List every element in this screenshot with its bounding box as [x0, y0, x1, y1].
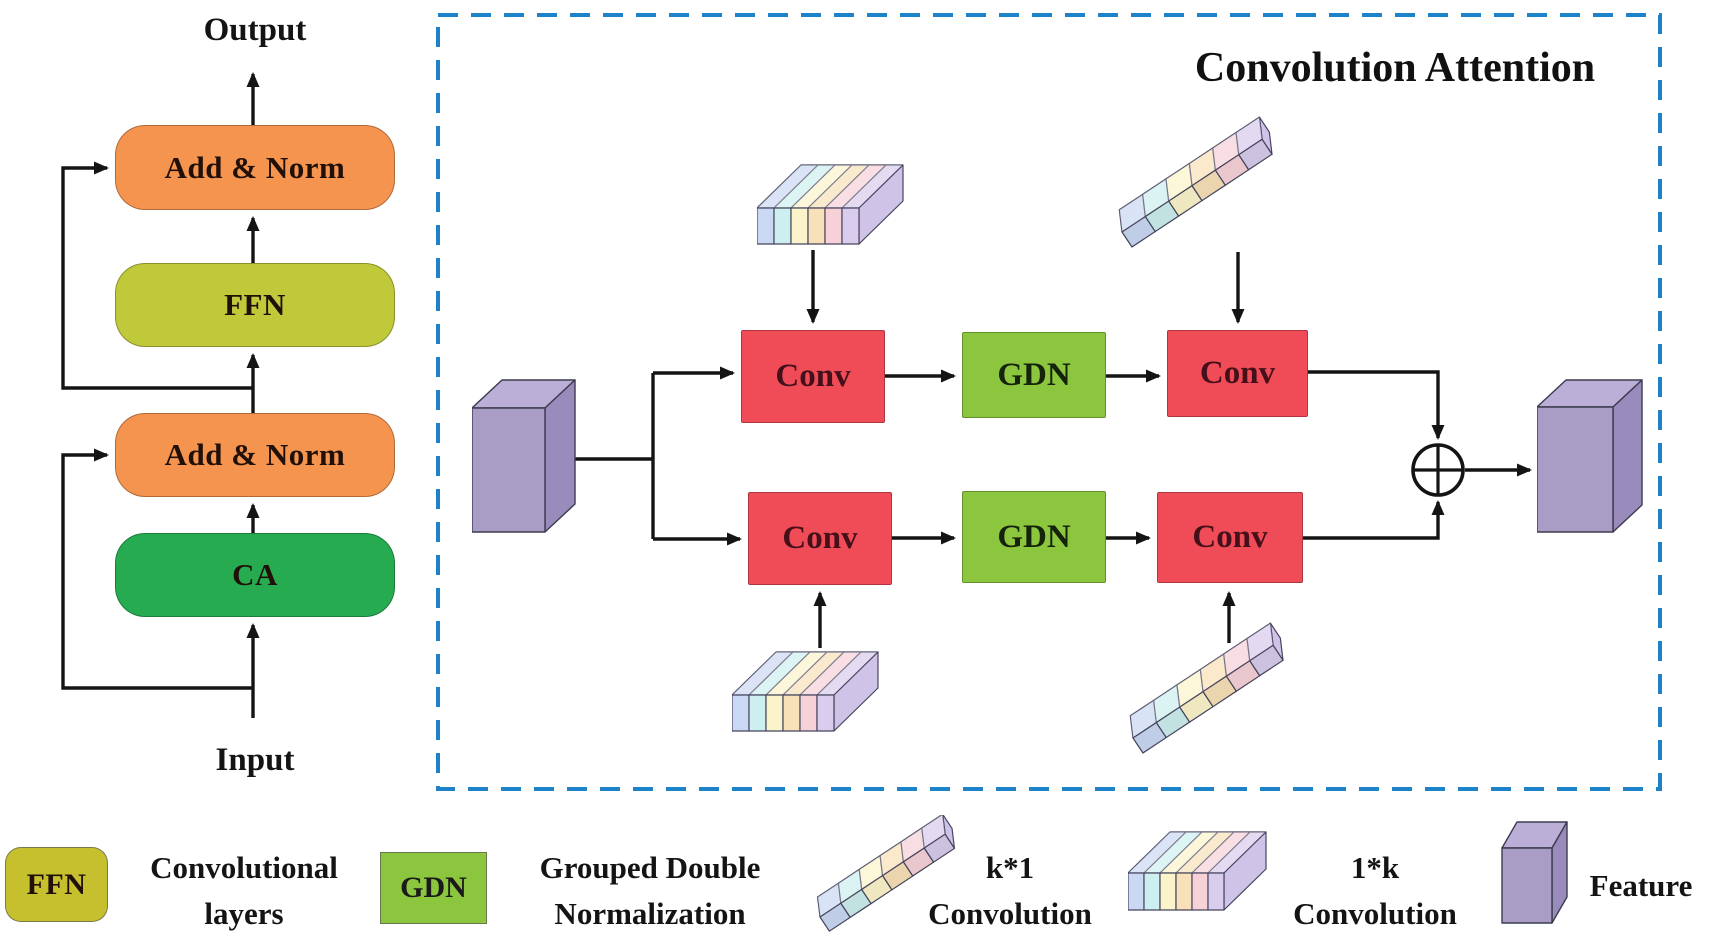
- legend-gdn-text: Grouped Double Normalization: [539, 850, 761, 931]
- block-add-norm-bottom: Add & Norm: [115, 413, 395, 497]
- module-title: Convolution Attention: [1194, 45, 1596, 91]
- conv-block-top-2: Conv: [1167, 330, 1308, 417]
- legend-ffn-text: Convolutional layers: [150, 850, 338, 931]
- slab-1xk-bottom: [732, 651, 879, 732]
- feature-box-input: [472, 379, 576, 533]
- legend-feature-text: Feature: [1589, 868, 1693, 903]
- bar-kx1-top: [1118, 116, 1273, 248]
- legend-feature-box: [1501, 821, 1568, 924]
- sum-icon: [1411, 443, 1465, 497]
- block-ca: CA: [115, 533, 395, 617]
- legend-ffn-swatch: FFN: [5, 847, 108, 922]
- bar-kx1-bottom: [1129, 622, 1284, 754]
- feature-box-output: [1537, 379, 1643, 533]
- legend-1xk-slab: [1128, 831, 1267, 911]
- gdn-block-bottom: GDN: [962, 491, 1106, 583]
- slab-1xk-top: [757, 164, 904, 245]
- legend-1xk-text: 1*k Convolution: [1293, 850, 1457, 931]
- legend-gdn-swatch: GDN: [380, 852, 487, 924]
- legend-kx1-text: k*1 Convolution: [928, 850, 1092, 931]
- conv-block-top-1: Conv: [741, 330, 885, 423]
- gdn-block-top: GDN: [962, 332, 1106, 418]
- output-label: Output: [203, 12, 307, 48]
- block-add-norm-top: Add & Norm: [115, 125, 395, 210]
- input-label: Input: [215, 742, 295, 778]
- conv-block-bottom-2: Conv: [1157, 492, 1303, 583]
- conv-block-bottom-1: Conv: [748, 492, 892, 585]
- block-ffn: FFN: [115, 263, 395, 347]
